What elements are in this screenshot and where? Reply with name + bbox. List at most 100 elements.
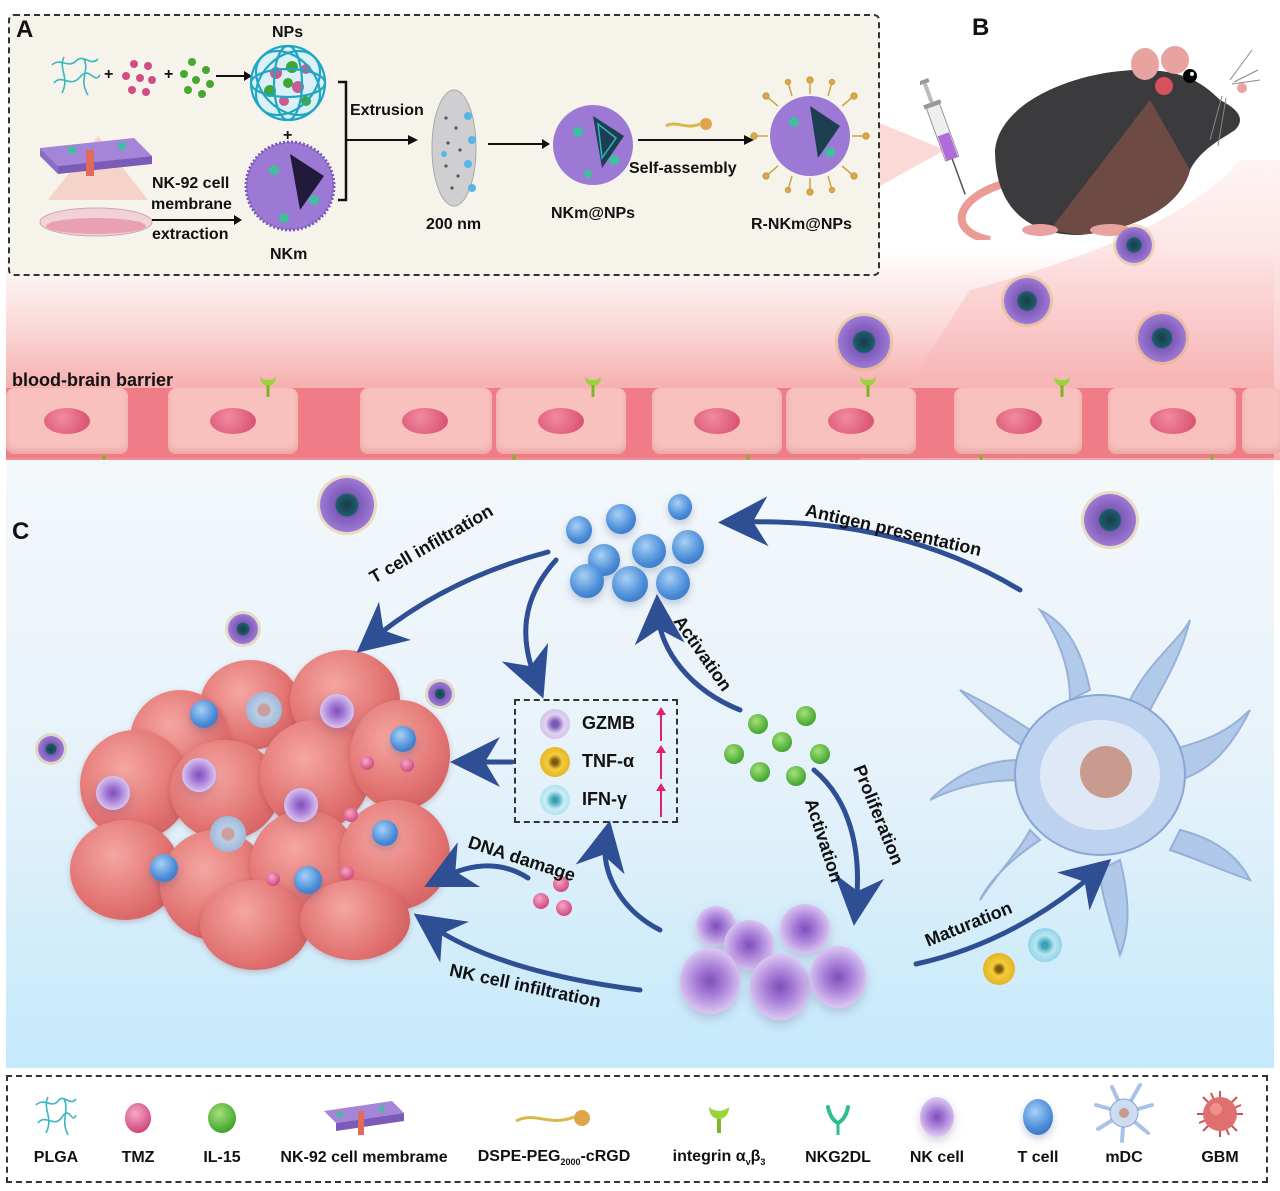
tnf-alpha-icon (540, 747, 570, 777)
tmz-molecule (533, 893, 549, 909)
endothelial-cell (6, 388, 128, 454)
arrow-right (488, 139, 550, 149)
il15-cluster (724, 700, 834, 790)
arrow-antigen-presentation (718, 496, 1023, 593)
tmz-molecule (340, 866, 354, 880)
r-nkm-nps-particle (1138, 314, 1186, 362)
plga-polymer-icon (35, 1096, 77, 1136)
cytokine-name: IFN-γ (582, 789, 627, 809)
t-cell (150, 854, 178, 882)
r-nkm-nps-particle (228, 614, 258, 644)
mdc-icon (1094, 1083, 1154, 1143)
endothelial-cell (1108, 388, 1236, 454)
bbb-label: blood-brain barrier (12, 370, 174, 390)
mdc-cell (246, 692, 282, 728)
arrow-dna-damage (424, 842, 531, 887)
t-cell-icon (1023, 1099, 1053, 1135)
t-cell (190, 700, 218, 728)
legend-item-gbm: GBM (1184, 1077, 1256, 1181)
plga-polymer-icon (51, 56, 101, 96)
r-nkm-nps-particle (428, 682, 452, 706)
legend-item-integrin: integrin αvβ3 (660, 1077, 778, 1181)
endothelial-cell (168, 388, 298, 454)
nk-cell (320, 694, 354, 728)
endothelial-cell (652, 388, 782, 454)
cytokine-row-tnf: TNF-α (534, 745, 674, 779)
endothelial-cell (1242, 388, 1280, 454)
legend-item-dspe-peg-crgd: DSPE-PEG2000-cRGD (468, 1077, 640, 1181)
endothelial-layer (6, 388, 1280, 458)
t-cell (390, 726, 416, 752)
r-nkm-nps-particle (838, 316, 890, 368)
tnf-alpha-molecule (983, 953, 1015, 985)
nkm-label: NKm (270, 246, 308, 263)
tmz-molecule (360, 756, 374, 770)
r-nkm-nps-particle (38, 736, 64, 762)
ifn-gamma-icon (540, 785, 570, 815)
legend-item-nk92-membrane: NK-92 cell membrame (274, 1077, 454, 1181)
endothelial-cell (786, 388, 916, 454)
cytokine-name: TNF-α (582, 751, 635, 771)
legend-label: T cell (1017, 1149, 1059, 1166)
legend: PLGA TMZ IL-15 NK-92 cell membrame DSPE-… (6, 1075, 1268, 1183)
arrow-nk-to-cytokines (575, 820, 663, 933)
il15-sphere-icon (208, 1103, 236, 1133)
mouse-illustration (957, 46, 1260, 240)
tmz-sphere-icon (125, 1103, 151, 1133)
panel-label-a: A (16, 16, 34, 43)
endothelial-cell (954, 388, 1082, 454)
legend-label: IL-15 (203, 1149, 241, 1166)
dspe-peg-crgd-icon (515, 1110, 590, 1126)
up-arrow-icon (656, 783, 666, 817)
endothelial-cell (360, 388, 492, 454)
nkm-vesicle-icon (244, 140, 336, 232)
membrane-caption-line1: NK-92 cell (152, 175, 230, 192)
tmz-molecule (556, 900, 572, 916)
arrow-maturation (913, 858, 1112, 967)
tmz-molecule (266, 872, 280, 886)
r-nkm-nps-particle (1116, 227, 1152, 263)
arrow-to-cytokines (501, 557, 559, 699)
cytokine-upregulation-box: GZMB TNF-α IFN-γ (514, 699, 678, 823)
arrow-t-cell-infiltration (356, 549, 551, 653)
nk-cell (182, 758, 216, 792)
gzmb-icon (540, 709, 570, 739)
gbm-cell-icon (1197, 1091, 1243, 1137)
il15-dots-icon (180, 58, 214, 98)
legend-label: PLGA (33, 1149, 79, 1166)
injection-flow-wedge (860, 160, 1280, 460)
dspe-peg-crgd-ligand-icon (665, 118, 712, 130)
legend-label: integrin αvβ3 (672, 1147, 766, 1167)
plus-sign: + (164, 66, 174, 83)
legend-label: NKG2DL (805, 1149, 871, 1166)
nk-cell-icon (920, 1097, 954, 1137)
nkg2dl-icon (826, 1105, 850, 1135)
legend-label: TMZ (121, 1149, 155, 1166)
panel-c-arrows (356, 496, 1112, 993)
pore-size-label: 200 nm (426, 216, 482, 233)
endothelial-cell (496, 388, 626, 454)
tmz-dots-icon (122, 60, 156, 96)
t-cell (372, 820, 398, 846)
nk-cell-cluster (680, 900, 880, 1030)
self-assembly-label: Self-assembly (629, 160, 737, 177)
r-nkm-nps-particle (1084, 494, 1136, 546)
r-nkm-nps-icon (750, 76, 870, 196)
legend-label: NK cell (909, 1149, 965, 1166)
ifn-gamma-molecule (1028, 928, 1062, 962)
legend-label: DSPE-PEG2000-cRGD (477, 1147, 631, 1167)
up-arrow-icon (656, 745, 666, 779)
legend-item-tmz: TMZ (104, 1077, 172, 1181)
legend-item-plga: PLGA (16, 1077, 96, 1181)
membrane-caption-line2: membrane (151, 196, 232, 213)
legend-item-il15: IL-15 (186, 1077, 258, 1181)
legend-item-nk-cell: NK cell (898, 1077, 976, 1181)
nk-cell (284, 788, 318, 822)
mdc-cell (210, 816, 246, 852)
membrane-sheet-icon (324, 1101, 404, 1135)
legend-label: GBM (1201, 1149, 1239, 1166)
arrow-nk-cell-infiltration (413, 913, 643, 993)
extrusion-membrane-filter-icon (431, 89, 477, 207)
nps-label: NPs (272, 24, 304, 41)
nkm-nps-label: NKm@NPs (551, 205, 636, 222)
